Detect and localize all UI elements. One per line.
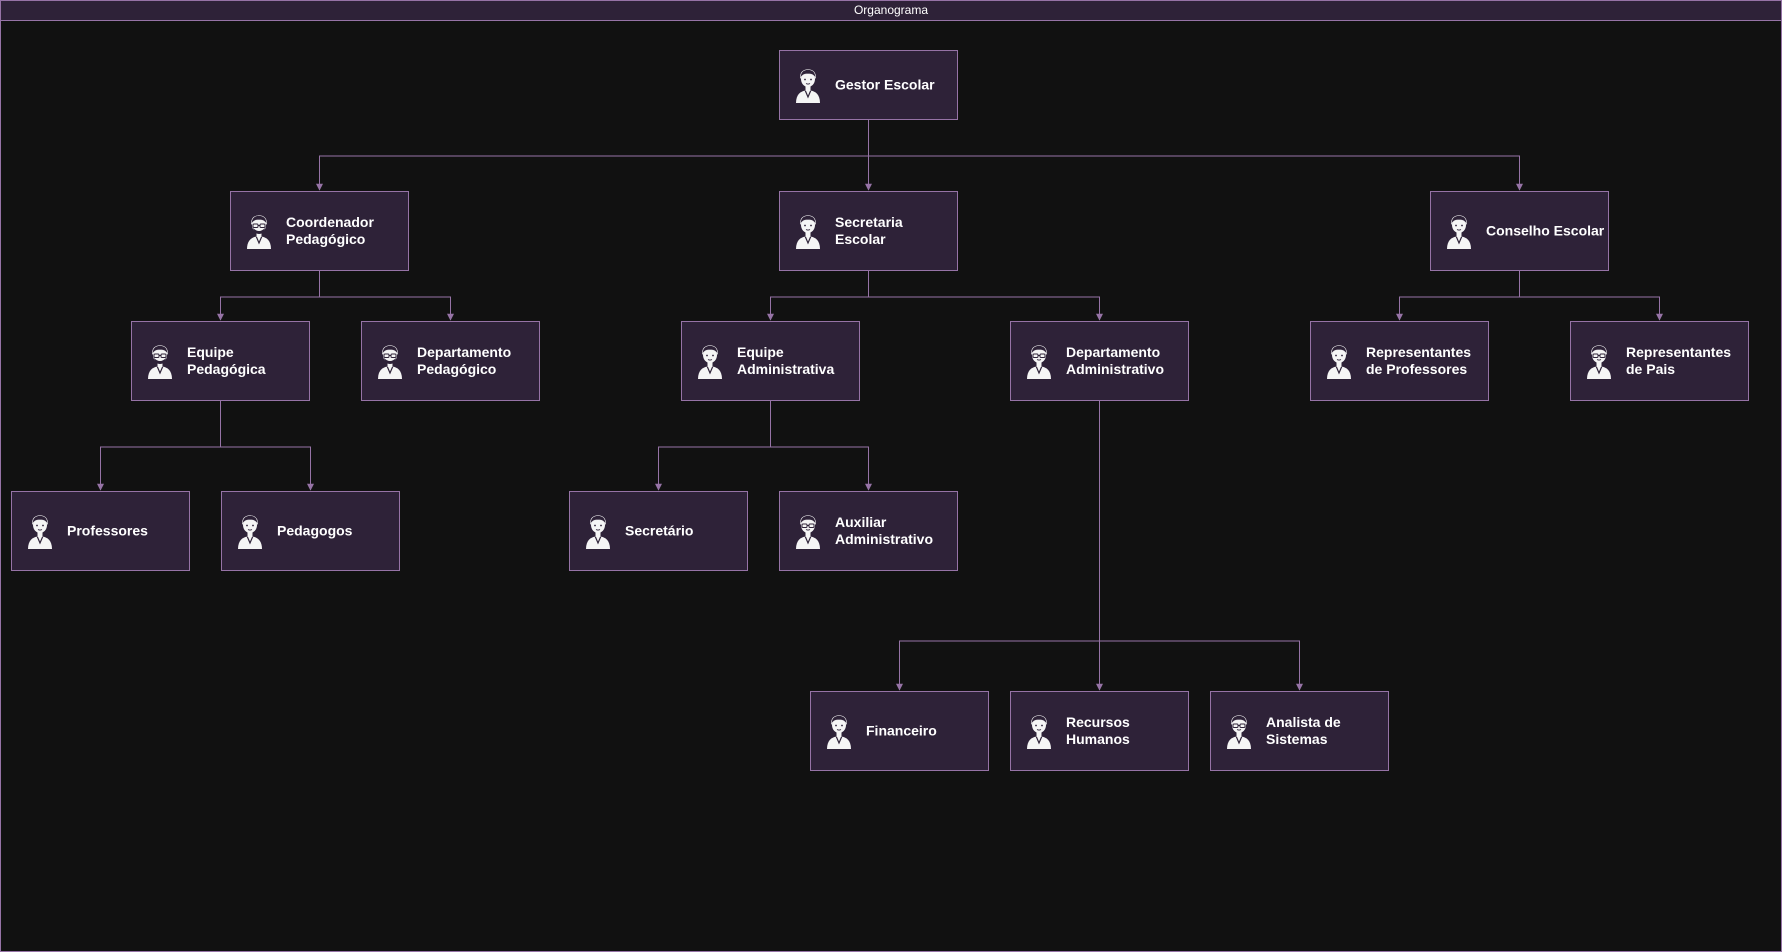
node-coord[interactable]: Coordenador Pedagógico [230, 191, 409, 271]
node-secretario[interactable]: Secretário [569, 491, 748, 571]
connector-coord-to-depto-ped [319, 271, 454, 321]
connector-equipe-adm-to-auxiliar [770, 401, 872, 491]
person-icon [236, 513, 264, 549]
person-glasses-beard-icon [146, 343, 174, 379]
node-rep-pais[interactable]: Representantes de Pais [1570, 321, 1749, 401]
node-label: Secretário [625, 522, 694, 539]
node-label: Equipe Pedagógica [187, 344, 266, 377]
node-label: Equipe Administrativa [737, 344, 835, 377]
node-conselho[interactable]: Conselho Escolar [1430, 191, 1609, 271]
node-label: Secretaria Escolar [835, 214, 903, 247]
node-label: Conselho Escolar [1486, 222, 1605, 239]
connector-equipe-ped-to-professores [97, 401, 221, 491]
node-label: Departamento Administrativo [1066, 344, 1165, 377]
node-analista[interactable]: Analista de Sistemas [1210, 691, 1389, 771]
person-icon [794, 67, 822, 103]
node-label: Representantes de Professores [1366, 344, 1472, 377]
person-icon [26, 513, 54, 549]
person-icon [696, 343, 724, 379]
connector-secretaria-to-depto-adm [868, 271, 1103, 321]
node-depto-ped[interactable]: Departamento Pedagógico [361, 321, 540, 401]
node-depto-adm[interactable]: Departamento Administrativo [1010, 321, 1189, 401]
node-pedagogos[interactable]: Pedagogos [221, 491, 400, 571]
node-professores[interactable]: Professores [11, 491, 190, 571]
node-label: Departamento Pedagógico [417, 344, 512, 377]
node-label: Coordenador Pedagógico [286, 214, 374, 247]
connector-coord-to-equipe-ped [217, 271, 320, 321]
node-auxiliar[interactable]: Auxiliar Administrativo [779, 491, 958, 571]
person-icon [1025, 713, 1053, 749]
node-equipe-adm[interactable]: Equipe Administrativa [681, 321, 860, 401]
node-label: Auxiliar Administrativo [835, 514, 934, 547]
node-gestor[interactable]: Gestor Escolar [779, 50, 958, 120]
person-glasses-icon [1585, 343, 1613, 379]
connector-equipe-adm-to-secretario [655, 401, 771, 491]
person-icon [794, 213, 822, 249]
connector-conselho-to-rep-prof [1396, 271, 1520, 321]
connector-gestor-to-conselho [868, 120, 1523, 191]
person-icon [1445, 213, 1473, 249]
node-equipe-ped[interactable]: Equipe Pedagógica [131, 321, 310, 401]
node-label: Analista de Sistemas [1266, 714, 1341, 747]
connector-depto-adm-to-analista [1099, 401, 1303, 691]
node-label: Professores [67, 522, 148, 539]
node-label: Pedagogos [277, 522, 353, 539]
person-icon [1325, 343, 1353, 379]
node-rh[interactable]: Recursos Humanos [1010, 691, 1189, 771]
node-label: Recursos Humanos [1066, 714, 1130, 747]
node-rep-prof[interactable]: Representantes de Professores [1310, 321, 1489, 401]
person-icon [584, 513, 612, 549]
person-icon [825, 713, 853, 749]
node-financeiro[interactable]: Financeiro [810, 691, 989, 771]
connector-equipe-ped-to-pedagogos [220, 401, 314, 491]
connector-conselho-to-rep-pais [1519, 271, 1663, 321]
connector-secretaria-to-equipe-adm [767, 271, 869, 321]
node-label: Financeiro [866, 722, 937, 739]
node-label: Gestor Escolar [835, 76, 935, 93]
person-glasses-beard-icon [376, 343, 404, 379]
person-glasses-icon [1025, 343, 1053, 379]
person-glasses-icon [1225, 713, 1253, 749]
diagram-title: Organograma [1, 1, 1781, 21]
node-label: Representantes de Pais [1626, 344, 1732, 377]
node-secretaria[interactable]: Secretaria Escolar [779, 191, 958, 271]
person-glasses-icon [794, 513, 822, 549]
connector-gestor-to-coord [316, 120, 869, 191]
person-glasses-beard-icon [245, 213, 273, 249]
